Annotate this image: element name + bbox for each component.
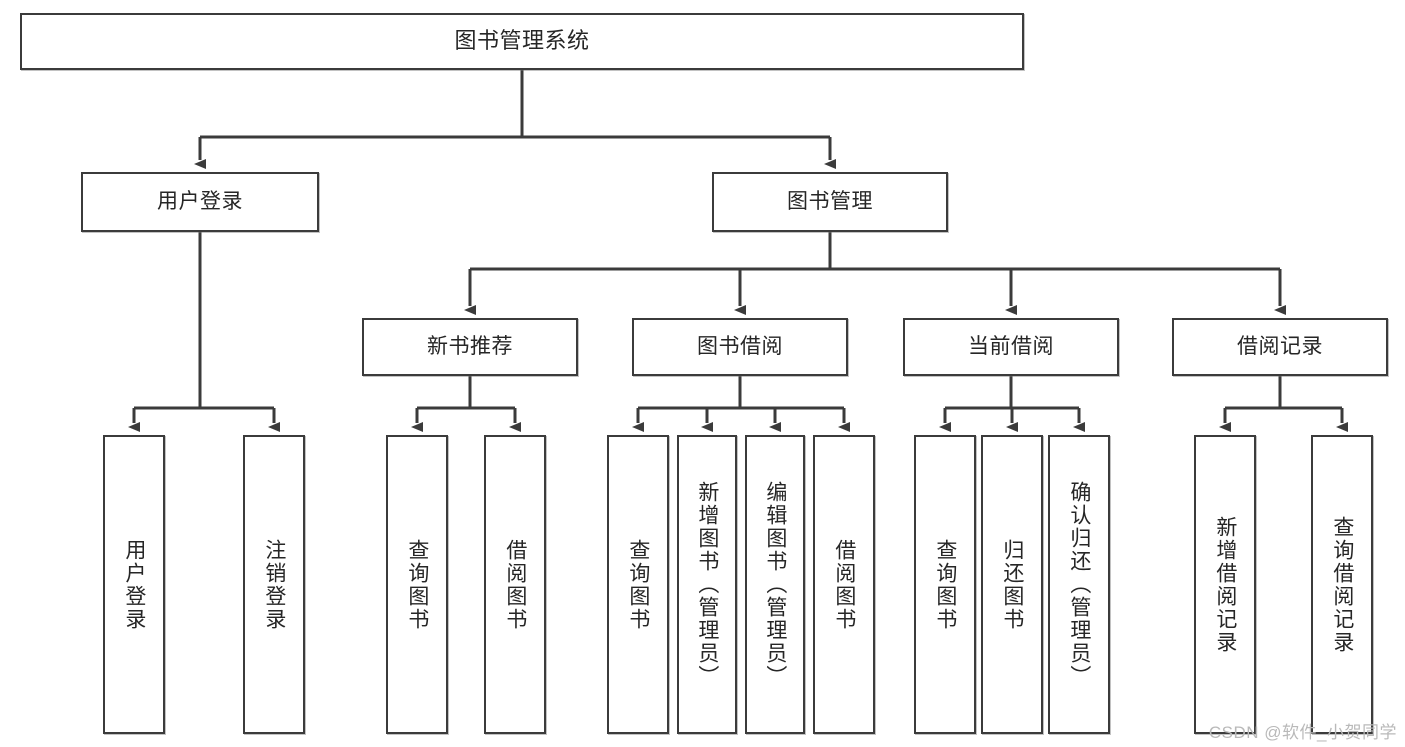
node-borrow-record[interactable]: 借阅记录 [1172,318,1388,376]
node-label: 借阅图书 [503,538,527,631]
node-current-borrow[interactable]: 当前借阅 [903,318,1119,376]
node-leaf-add-record[interactable]: 新增借阅记录 [1194,435,1256,734]
node-label: 当前借阅 [968,335,1054,359]
node-label: 新增借阅记录 [1213,515,1237,654]
node-leaf-user-login[interactable]: 用户登录 [103,435,165,734]
node-label: 用户登录 [157,190,243,214]
node-label: 归还图书 [1000,538,1024,631]
node-label: 注销登录 [262,538,286,631]
node-label: 图书管理系统 [454,28,590,54]
node-leaf-borrow-book[interactable]: 借阅图书 [813,435,875,734]
node-new-book-recommend[interactable]: 新书推荐 [362,318,578,376]
node-user-login[interactable]: 用户登录 [81,172,319,232]
csdn-watermark: CSDN @软件_小贺同学 [1208,723,1397,742]
node-label: 图书借阅 [697,335,783,359]
node-leaf-query-book-rec[interactable]: 查询图书 [386,435,448,734]
node-leaf-return-book[interactable]: 归还图书 [981,435,1043,734]
node-label: 图书管理 [787,190,873,214]
node-root-root[interactable]: 图书管理系统 [20,13,1024,70]
node-label: 用户登录 [122,538,146,631]
node-book-borrow[interactable]: 图书借阅 [632,318,848,376]
node-book-manage[interactable]: 图书管理 [712,172,948,232]
node-leaf-add-book[interactable]: 新增图书（管理员） [677,435,737,734]
node-label: 确认归还（管理员） [1067,481,1091,688]
node-label: 借阅图书 [832,538,856,631]
node-label: 查询图书 [405,538,429,631]
node-leaf-borrow-book-rec[interactable]: 借阅图书 [484,435,546,734]
node-label: 新增图书（管理员） [695,481,719,688]
node-label: 查询图书 [933,538,957,631]
node-leaf-query-record[interactable]: 查询借阅记录 [1311,435,1373,734]
node-leaf-edit-book[interactable]: 编辑图书（管理员） [745,435,805,734]
node-label: 查询借阅记录 [1330,515,1354,654]
node-label: 借阅记录 [1237,335,1323,359]
node-label: 编辑图书（管理员） [763,481,787,688]
node-leaf-logout[interactable]: 注销登录 [243,435,305,734]
node-label: 新书推荐 [427,335,513,359]
node-leaf-confirm-return[interactable]: 确认归还（管理员） [1048,435,1110,734]
node-leaf-query-book-borrow[interactable]: 查询图书 [607,435,669,734]
node-label: 查询图书 [626,538,650,631]
node-leaf-query-book-cur[interactable]: 查询图书 [914,435,976,734]
